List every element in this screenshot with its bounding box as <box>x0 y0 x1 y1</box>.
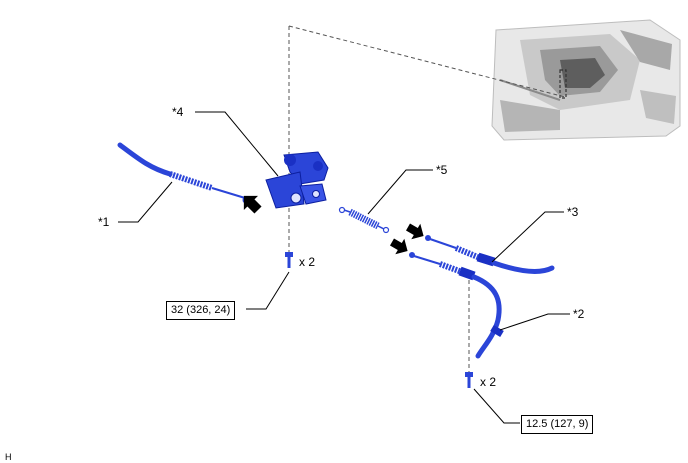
vehicle-inset-photo <box>491 19 681 141</box>
equalizer-4-shape <box>265 151 329 209</box>
callout-4-label: *4 <box>172 105 184 119</box>
bolt-right-shape <box>465 372 473 388</box>
callout-5-label: *5 <box>436 163 448 177</box>
callout-2-label: *2 <box>573 307 585 321</box>
cable-3-shape <box>425 235 555 274</box>
bolt-left-shape <box>285 252 293 268</box>
arrow-lower-right-icon <box>390 238 408 255</box>
quantity-left-label: x 2 <box>299 255 316 269</box>
dashed-reference-line <box>288 25 566 372</box>
arrow-upper-right-icon <box>406 223 424 240</box>
cable-1-shape <box>117 142 250 204</box>
leader-lines <box>118 111 570 424</box>
torque-spec-left: 32 (326, 24) <box>166 301 236 320</box>
callout-3-label: *3 <box>567 205 579 219</box>
cable-2-shape <box>409 252 504 359</box>
torque-spec-right: 12.5 (127, 9) <box>521 415 594 434</box>
spring-5-shape <box>338 206 390 234</box>
quantity-right-label: x 2 <box>480 375 497 389</box>
arrow-left-icon <box>243 195 262 214</box>
callout-1-label: *1 <box>98 215 110 229</box>
figure-code-label: H <box>5 452 12 462</box>
